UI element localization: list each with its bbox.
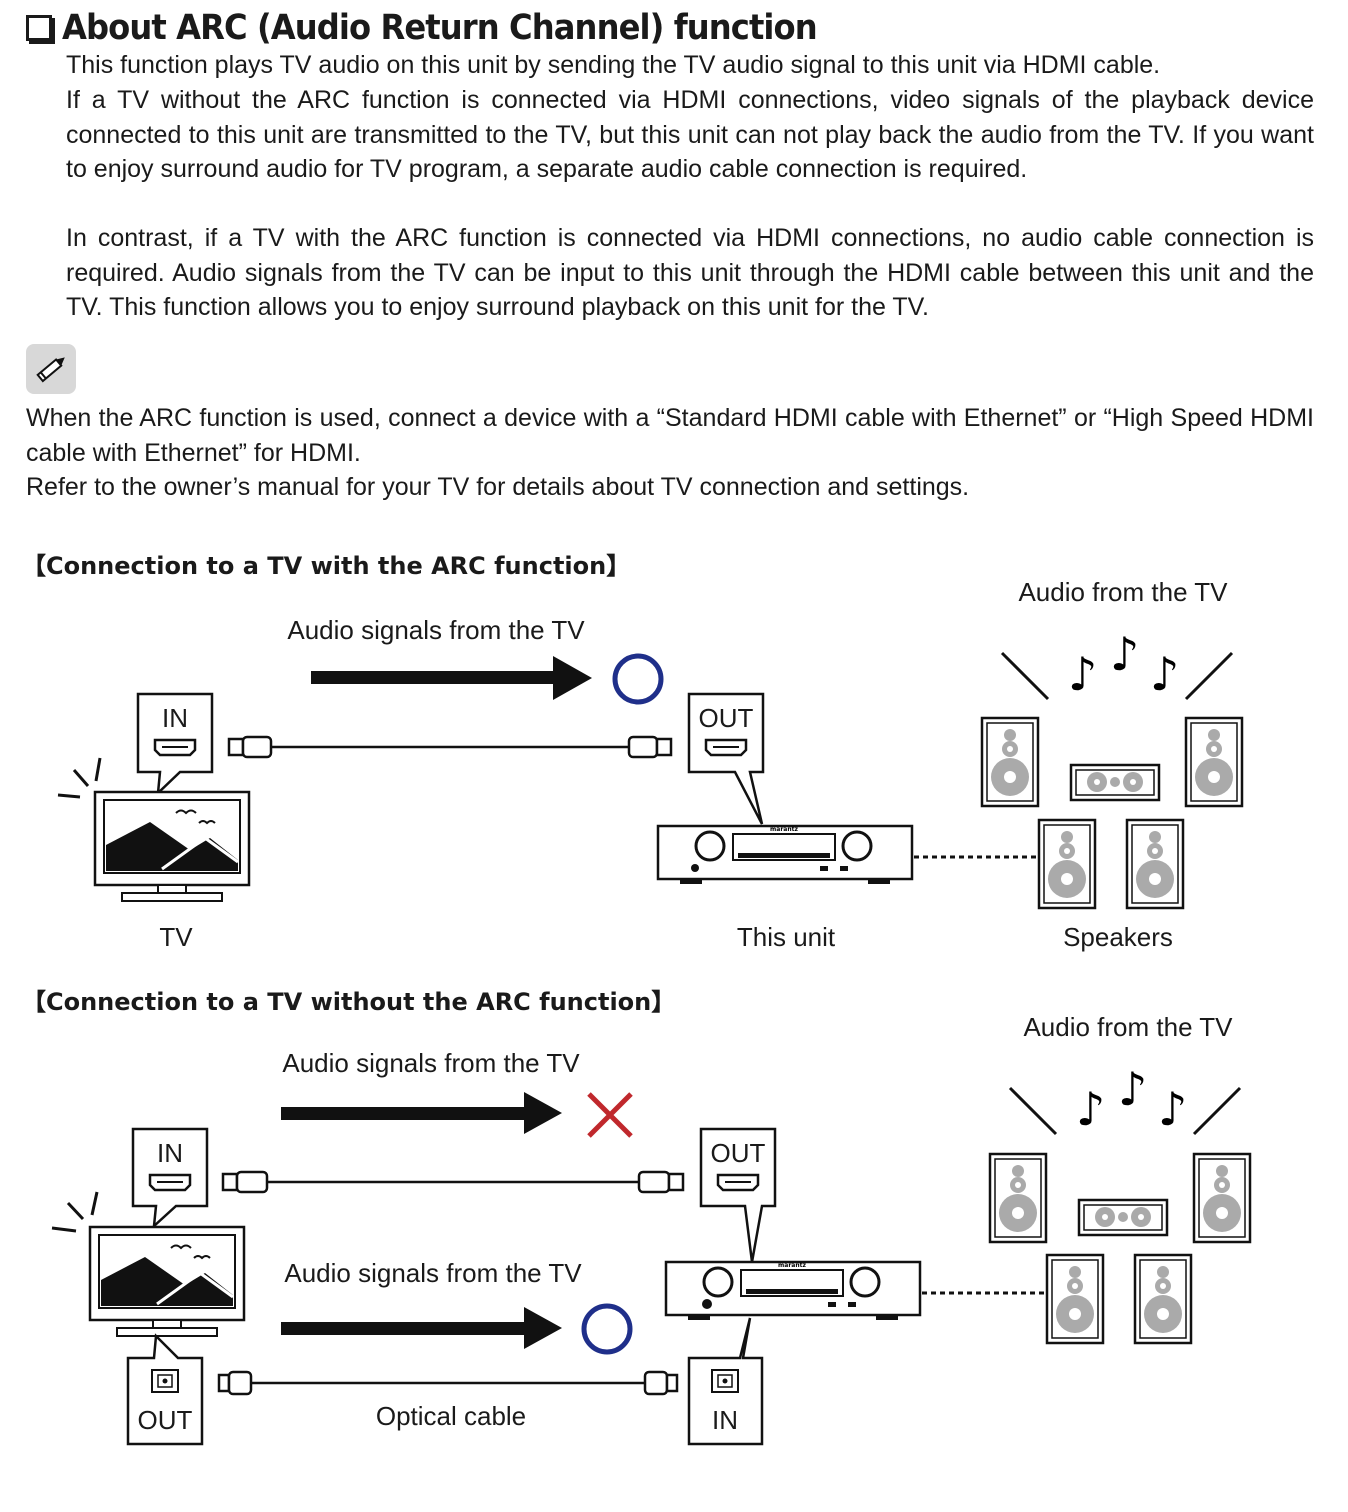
- optical-cable-label: Optical cable: [376, 1401, 526, 1431]
- tv-icon: [57, 757, 251, 902]
- music-note-icon: ♪: [1150, 647, 1179, 701]
- music-note-icon: ♪: [1110, 627, 1139, 681]
- audio-signal-label-hdmi: Audio signals from the TV: [282, 1048, 580, 1078]
- note-text-2: Refer to the owner’s manual for your TV …: [26, 473, 970, 501]
- optical-port-icon: [151, 1369, 179, 1393]
- sound-line: [1184, 651, 1234, 701]
- sound-line: [1000, 651, 1050, 701]
- speakers-label: Speakers: [1063, 922, 1173, 952]
- unit-optical-port-label: IN: [712, 1405, 738, 1435]
- speakers-group: Audio from the TV ♪ ♪ ♪: [1000, 577, 1234, 701]
- unit-label: This unit: [737, 922, 836, 952]
- music-note-icon: ♪: [1158, 1082, 1187, 1136]
- speaker-surround-left-icon: [1037, 818, 1097, 910]
- hdmi-port-icon: [153, 738, 197, 757]
- optical-cable: [217, 1370, 679, 1396]
- checkbox-square-icon: [26, 15, 52, 41]
- brand-label: marantz: [770, 826, 798, 833]
- hdmi-cable: [227, 735, 673, 759]
- page-title: About ARC (Audio Return Channel) functio…: [26, 6, 882, 50]
- ok-circle-icon: [581, 1303, 633, 1355]
- signal-arrow: [311, 656, 592, 700]
- speaker-center-icon: [1069, 763, 1161, 802]
- speaker-surround-right-icon: [1125, 818, 1185, 910]
- speaker-front-left-icon: [980, 716, 1040, 808]
- hdmi-port-icon: [148, 1173, 192, 1192]
- pencil-icon: [26, 344, 76, 394]
- sound-line: [1192, 1086, 1242, 1136]
- music-note-icon: ♪: [1076, 1082, 1105, 1136]
- signal-arrow: [281, 1307, 562, 1349]
- music-note-icon: ♪: [1118, 1062, 1147, 1116]
- audio-from-tv-label: Audio from the TV: [1023, 1012, 1233, 1042]
- audio-signal-label-optical: Audio signals from the TV: [284, 1258, 582, 1288]
- note-text-1: When the ARC function is used, connect a…: [26, 404, 1314, 467]
- unit-optical-in-callout: IN: [687, 1317, 764, 1446]
- fail-cross-icon: [587, 1092, 633, 1138]
- speakers-group: Audio from the TV ♪ ♪ ♪: [1008, 1012, 1242, 1136]
- unit-hdmi-out-callout: OUT: [699, 1127, 777, 1263]
- optical-port-icon: [711, 1369, 739, 1393]
- hdmi-port-icon: [704, 738, 748, 757]
- tv-hdmi-port-label: IN: [157, 1138, 183, 1168]
- brand-label: marantz: [778, 1262, 806, 1269]
- speaker-surround-right-icon: [1133, 1253, 1193, 1345]
- audio-signal-label: Audio signals from the TV: [287, 615, 585, 645]
- tv-icon: [51, 1191, 246, 1337]
- ok-circle-icon: [612, 653, 664, 705]
- tv-hdmi-in-callout: IN: [131, 1127, 209, 1230]
- paragraph-with-arc: In contrast, if a TV with the ARC functi…: [66, 224, 1314, 321]
- tv-label: TV: [159, 922, 193, 952]
- unit-port-label: OUT: [699, 703, 754, 733]
- signal-arrow: [281, 1092, 562, 1134]
- speaker-center-icon: [1077, 1198, 1169, 1237]
- speaker-surround-left-icon: [1045, 1253, 1105, 1345]
- audio-from-tv-label: Audio from the TV: [1018, 577, 1228, 607]
- tv-port-label: IN: [162, 703, 188, 733]
- heading-arc-connection: 【Connection to a TV with the ARC functio…: [22, 552, 631, 580]
- music-note-icon: ♪: [1068, 647, 1097, 701]
- speaker-front-right-icon: [1184, 716, 1244, 808]
- av-receiver-icon: marantz: [664, 1260, 922, 1320]
- tv-optical-port-label: OUT: [138, 1405, 193, 1435]
- hdmi-cable: [221, 1170, 685, 1194]
- paragraph-intro: This function plays TV audio on this uni…: [66, 51, 1161, 79]
- hdmi-port-icon: [716, 1173, 760, 1192]
- sound-line: [1008, 1086, 1058, 1136]
- unit-hdmi-out-callout: OUT: [687, 692, 765, 825]
- heading-no-arc-connection: 【Connection to a TV without the ARC func…: [22, 988, 676, 1016]
- speaker-front-right-icon: [1192, 1152, 1252, 1244]
- av-receiver-icon: marantz: [656, 824, 914, 884]
- paragraph-no-arc: If a TV without the ARC function is conn…: [66, 86, 1314, 183]
- speaker-front-left-icon: [988, 1152, 1048, 1244]
- tv-hdmi-in-callout: IN: [136, 692, 214, 797]
- tv-optical-out-callout: OUT: [126, 1333, 204, 1446]
- page-title-text: About ARC (Audio Return Channel) functio…: [62, 8, 818, 48]
- unit-hdmi-port-label: OUT: [711, 1138, 766, 1168]
